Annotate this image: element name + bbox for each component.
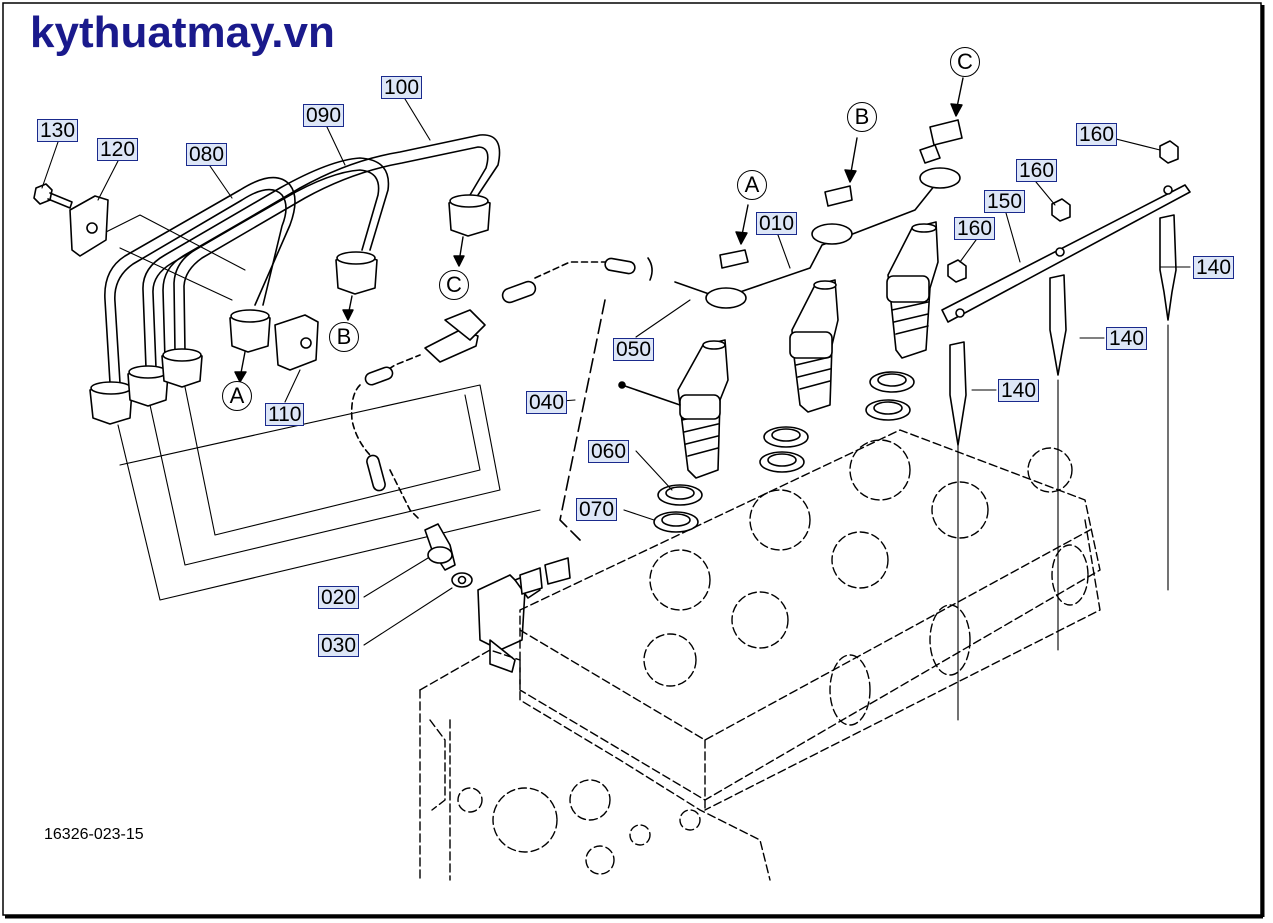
heat-seals [653, 371, 915, 533]
pipe-clamp [69, 195, 319, 371]
callout-160-right[interactable]: 160 [1076, 123, 1118, 146]
glow-plug-leader-lines [957, 324, 1169, 721]
bolt-130 [33, 183, 73, 209]
glow-plugs [949, 214, 1177, 446]
callout-140-right[interactable]: 140 [1193, 256, 1235, 279]
injection-pipe-100 [173, 134, 501, 353]
callout-140-left[interactable]: 140 [998, 379, 1040, 402]
ref-letter-c-lower: C [439, 270, 469, 300]
injector-3 [886, 221, 939, 359]
callout-090[interactable]: 090 [303, 104, 345, 127]
callout-140-middle[interactable]: 140 [1106, 327, 1148, 350]
callout-110[interactable]: 110 [265, 403, 305, 426]
ref-letter-c-upper: C [950, 47, 980, 77]
engine-block [419, 649, 771, 881]
site-watermark: kythuatmay.vn [30, 8, 335, 57]
callout-080[interactable]: 080 [186, 143, 228, 166]
ref-letter-a-lower: A [222, 381, 252, 411]
fuel-pump-fitting [477, 557, 571, 673]
cylinder-head [519, 429, 1101, 811]
callout-020[interactable]: 020 [318, 586, 360, 609]
ref-letter-b-upper: B [847, 102, 877, 132]
return-pipe-040 [350, 257, 713, 541]
callout-120[interactable]: 120 [97, 138, 139, 161]
callout-030[interactable]: 030 [318, 634, 360, 657]
callout-160-middle[interactable]: 160 [1016, 159, 1058, 182]
glow-plug-lead-150 [941, 184, 1191, 323]
pipe-nuts [89, 194, 491, 425]
nuts-160 [947, 140, 1179, 283]
pipe-arrows [234, 236, 465, 383]
ref-letter-a-upper: A [737, 170, 767, 200]
dot-marker [618, 381, 681, 406]
pipe-leader-lines [99, 214, 541, 601]
callout-010[interactable]: 010 [756, 212, 798, 235]
overflow-valve-020 [424, 523, 473, 588]
callout-050[interactable]: 050 [613, 338, 655, 361]
callout-070[interactable]: 070 [576, 498, 618, 521]
callout-040[interactable]: 040 [526, 391, 568, 414]
figure-id: 16326-023-15 [44, 826, 144, 843]
callout-150[interactable]: 150 [984, 190, 1026, 213]
ref-letter-b-lower: B [329, 322, 359, 352]
callout-060[interactable]: 060 [588, 440, 630, 463]
callout-130[interactable]: 130 [37, 119, 79, 142]
callout-100[interactable]: 100 [381, 76, 423, 99]
callout-160-left[interactable]: 160 [954, 217, 996, 240]
injector-2 [789, 279, 839, 413]
injector-1 [677, 339, 729, 479]
injector-arrows [735, 77, 964, 245]
